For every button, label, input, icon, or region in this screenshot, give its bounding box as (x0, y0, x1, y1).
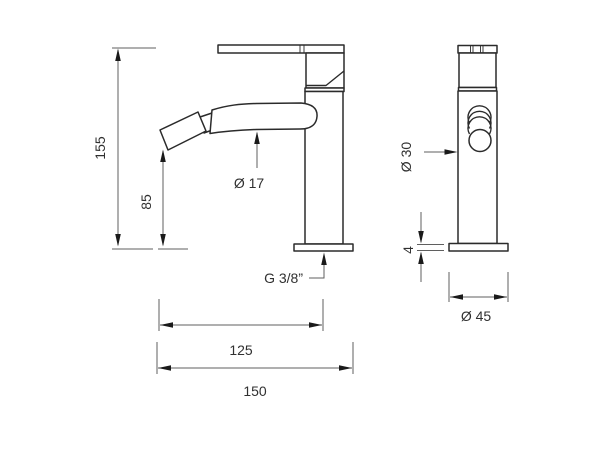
dimension-spout-reach: 125 (158, 299, 324, 358)
dimension-total-height: 155 (92, 47, 156, 250)
side-handle-lever (217, 44, 345, 54)
inlet-connection-label: G 3/8” (264, 270, 303, 286)
body-diameter-label: Ø 30 (398, 142, 414, 173)
spout-reach-label: 125 (229, 342, 253, 358)
base-diameter-label: Ø 45 (461, 308, 492, 324)
side-handle-edge-ticks (299, 45, 305, 53)
overall-reach-label: 150 (243, 383, 267, 399)
side-base-plate (293, 243, 354, 252)
side-aerator (159, 111, 207, 151)
dimension-spout-diameter: Ø 17 (234, 131, 265, 191)
front-aerator-circle (468, 128, 492, 153)
dimension-spout-height: 85 (138, 149, 188, 250)
front-handle-lever (457, 44, 498, 54)
base-thickness-label: 4 (400, 246, 416, 254)
dimension-base-thickness: 4 (400, 212, 444, 282)
side-spout-tube (209, 102, 318, 135)
front-base-plate (448, 242, 509, 252)
total-height-label: 155 (92, 136, 108, 160)
side-view (159, 44, 354, 252)
side-cartridge-chamfer (306, 70, 345, 87)
dimension-body-diameter: Ø 30 (398, 142, 458, 173)
side-cartridge-block (305, 52, 345, 89)
front-handle-edge-ticks (470, 45, 484, 53)
dimension-inlet-connection: G 3/8” (264, 252, 327, 286)
dimension-base-diameter: Ø 45 (448, 272, 509, 324)
dimension-overall-reach: 150 (156, 342, 354, 399)
front-spout-arc-2 (467, 110, 492, 129)
front-view (448, 44, 509, 252)
spout-height-label: 85 (138, 194, 154, 210)
front-spout-arc-1 (467, 105, 492, 124)
side-body-column (304, 90, 344, 245)
front-spout-arc-3 (467, 116, 492, 135)
spout-diameter-label: Ø 17 (234, 175, 265, 191)
front-cartridge-block (458, 52, 497, 89)
